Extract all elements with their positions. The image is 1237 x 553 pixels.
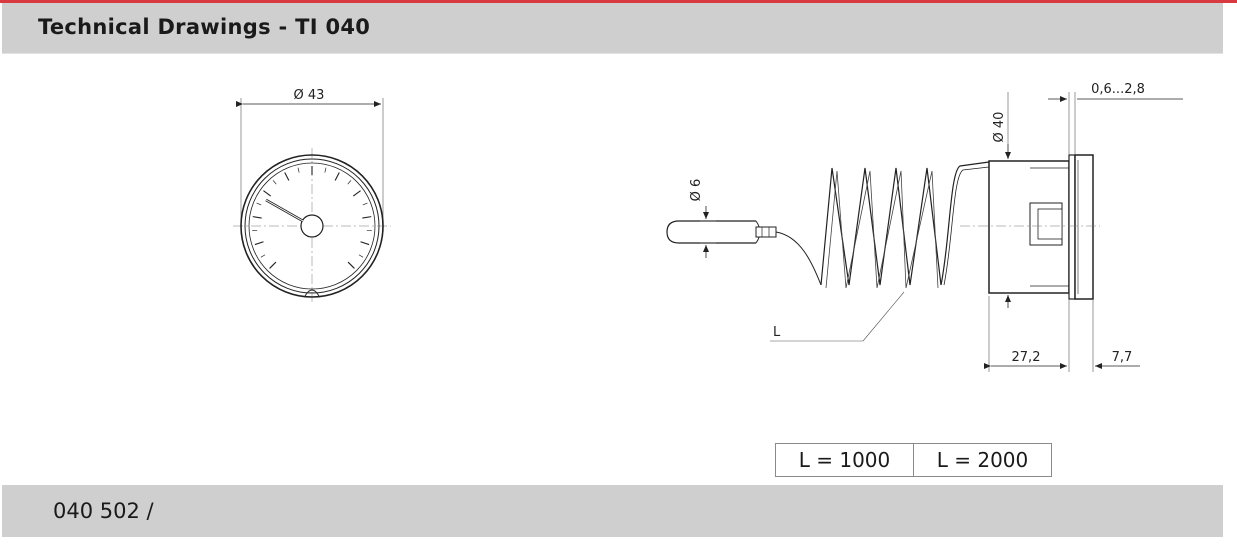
front-view — [233, 98, 391, 303]
dial-tick — [272, 180, 277, 185]
dial-tick — [284, 172, 290, 181]
case-depth-label: 27,2 — [1012, 350, 1041, 365]
dial-diameter-label: Ø 43 — [294, 88, 325, 103]
capillary-length-label: L — [773, 325, 781, 340]
dial-tick — [297, 167, 300, 173]
dial-tick — [260, 254, 266, 258]
side-view — [666, 92, 1183, 372]
page-title: Technical Drawings - TI 040 — [38, 15, 371, 39]
dial-tick — [269, 261, 277, 269]
dial-tick — [352, 190, 361, 197]
length-option-cell: L = 2000 — [913, 444, 1051, 476]
dial-tick — [362, 202, 368, 206]
dial-tick — [360, 241, 370, 246]
length-table: L = 1000 L = 2000 — [775, 443, 1052, 477]
header-bar: Technical Drawings - TI 040 — [2, 3, 1223, 54]
article-code: 040 502 / — [53, 499, 154, 523]
dial-tick — [324, 167, 327, 173]
dial-tick — [254, 241, 264, 246]
probe-diameter-label: Ø 6 — [689, 179, 704, 202]
dial-ticks — [252, 166, 372, 269]
panel-thickness-label: 0,6...2,8 — [1091, 82, 1145, 97]
dial-tick — [347, 261, 355, 269]
dial-tick — [263, 190, 272, 197]
dial-tick — [347, 180, 352, 185]
bezel-depth-label: 7,7 — [1112, 350, 1133, 365]
dial-tick — [334, 172, 340, 181]
length-option-cell: L = 1000 — [798, 448, 891, 472]
case-diameter-label: Ø 40 — [992, 112, 1007, 143]
dial-tick — [362, 216, 372, 219]
dial-tick — [358, 254, 364, 258]
dial-tick — [252, 216, 262, 219]
footer-bar: 040 502 / — [2, 485, 1223, 537]
dial-tick — [256, 202, 262, 206]
accent-line — [0, 0, 1237, 3]
